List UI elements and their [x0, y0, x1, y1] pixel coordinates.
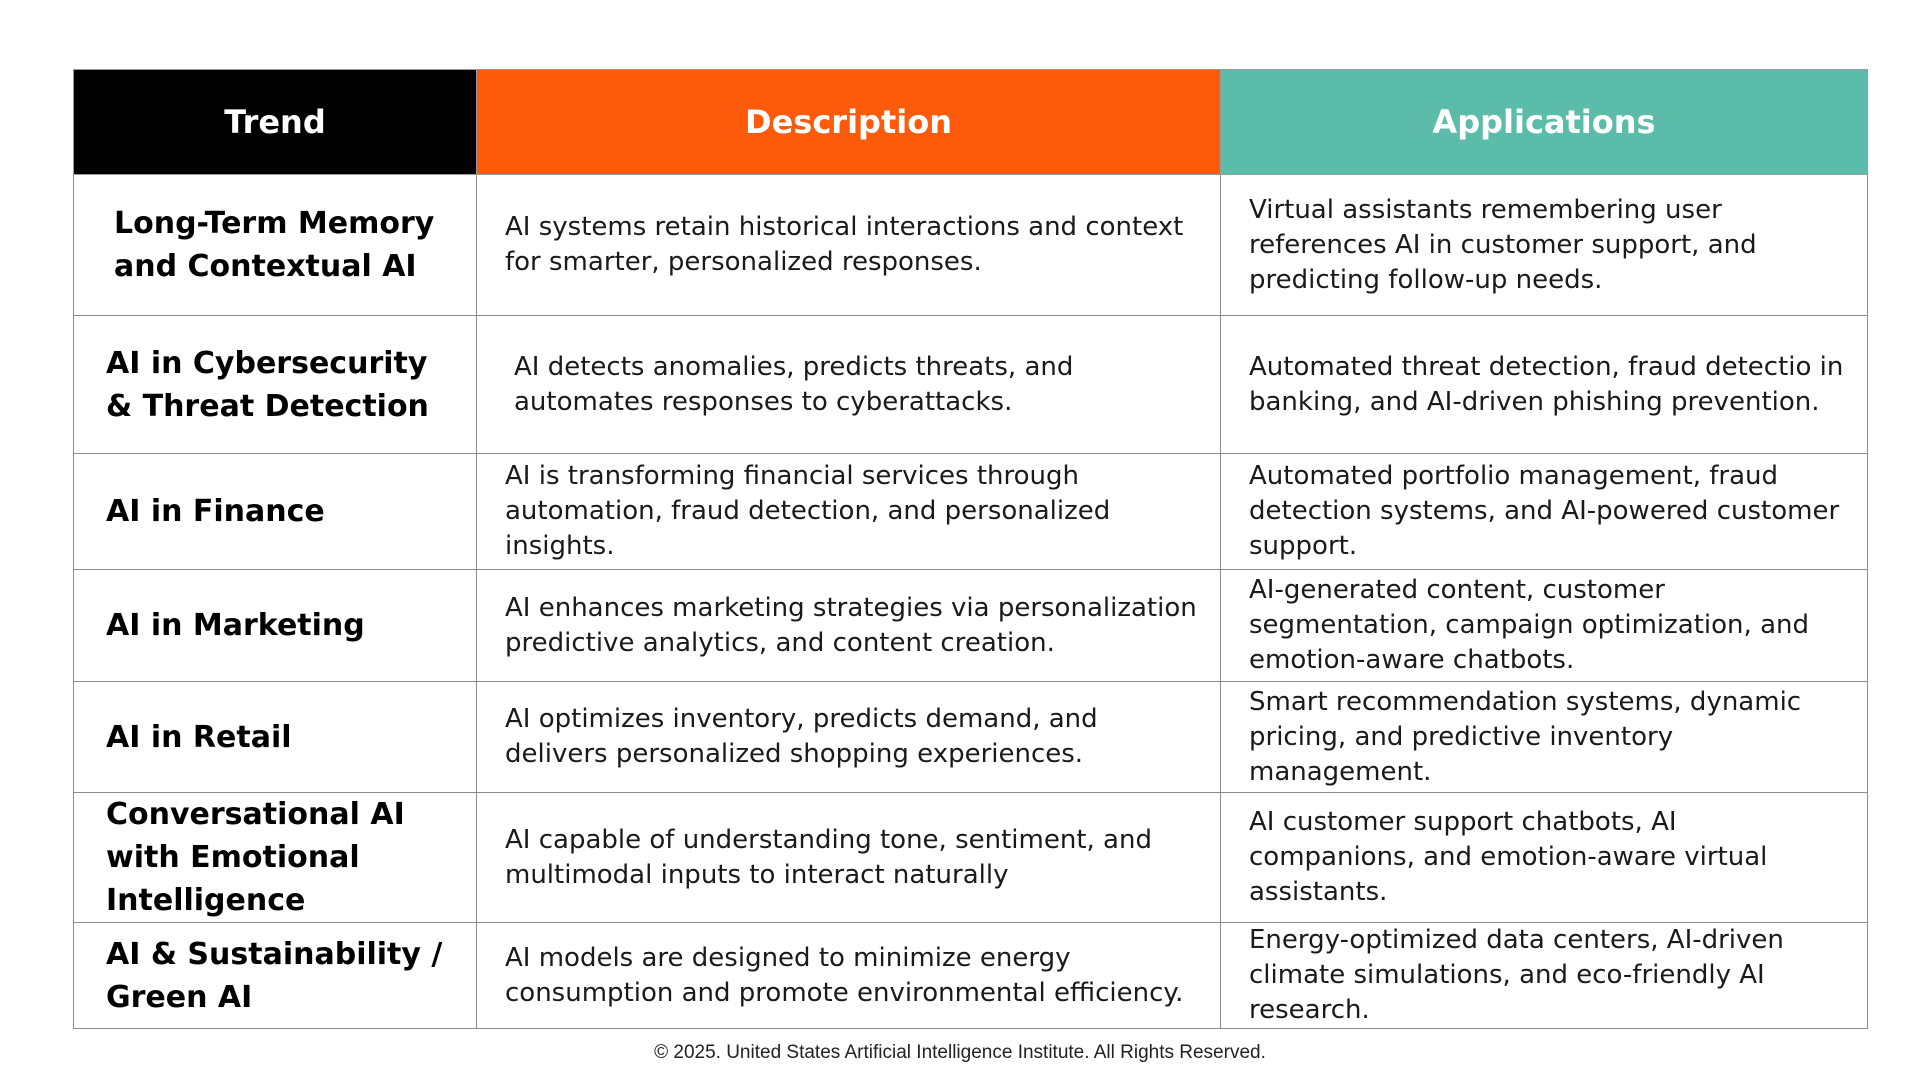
- applications-cell: Smart recommendation systems, dynamic pr…: [1220, 681, 1868, 793]
- table-row: AI in Finance AI is transforming financi…: [73, 453, 1868, 570]
- table-body: Long-Term Memory and Contextual AI AI sy…: [73, 174, 1868, 1029]
- description-cell: AI detects anomalies, predicts threats, …: [476, 315, 1221, 454]
- description-cell: AI is transforming financial services th…: [476, 453, 1221, 570]
- header-row: Trend Description Applications: [73, 69, 1868, 175]
- description-cell: AI systems retain historical interaction…: [476, 174, 1221, 316]
- table-header: Trend Description Applications: [73, 69, 1868, 175]
- description-cell: AI capable of understanding tone, sentim…: [476, 792, 1221, 923]
- ai-trends-table-container: Trend Description Applications Long-Term…: [73, 69, 1868, 1029]
- header-applications: Applications: [1220, 69, 1868, 175]
- trend-cell: Long-Term Memory and Contextual AI: [73, 174, 477, 316]
- description-cell: AI models are designed to minimize energ…: [476, 922, 1221, 1029]
- trend-cell: AI in Finance: [73, 453, 477, 570]
- trend-cell: Conversational AI with Emotional Intelli…: [73, 792, 477, 923]
- applications-cell: Automated portfolio management, fraud de…: [1220, 453, 1868, 570]
- applications-cell: AI customer support chatbots, AI compani…: [1220, 792, 1868, 923]
- trend-cell: AI & Sustainability / Green AI: [73, 922, 477, 1029]
- table-row: AI in Cybersecurity & Threat Detection A…: [73, 315, 1868, 454]
- applications-cell: Energy-optimized data centers, AI-driven…: [1220, 922, 1868, 1029]
- table-row: AI & Sustainability / Green AI AI models…: [73, 922, 1868, 1029]
- description-cell: AI enhances marketing strategies via per…: [476, 569, 1221, 682]
- table-row: Conversational AI with Emotional Intelli…: [73, 792, 1868, 923]
- table-row: AI in Retail AI optimizes inventory, pre…: [73, 681, 1868, 793]
- header-trend: Trend: [73, 69, 477, 175]
- applications-cell: Automated threat detection, fraud detect…: [1220, 315, 1868, 454]
- trend-cell: AI in Retail: [73, 681, 477, 793]
- applications-cell: Virtual assistants remembering user refe…: [1220, 174, 1868, 316]
- header-description: Description: [476, 69, 1221, 175]
- table-row: Long-Term Memory and Contextual AI AI sy…: [73, 174, 1868, 316]
- applications-cell: AI-generated content, customer segmentat…: [1220, 569, 1868, 682]
- trend-cell: AI in Marketing: [73, 569, 477, 682]
- trend-cell: AI in Cybersecurity & Threat Detection: [73, 315, 477, 454]
- copyright-footer: © 2025. United States Artificial Intelli…: [654, 1042, 1266, 1063]
- description-cell: AI optimizes inventory, predicts demand,…: [476, 681, 1221, 793]
- table-row: AI in Marketing AI enhances marketing st…: [73, 569, 1868, 682]
- ai-trends-table: Trend Description Applications Long-Term…: [73, 69, 1868, 1029]
